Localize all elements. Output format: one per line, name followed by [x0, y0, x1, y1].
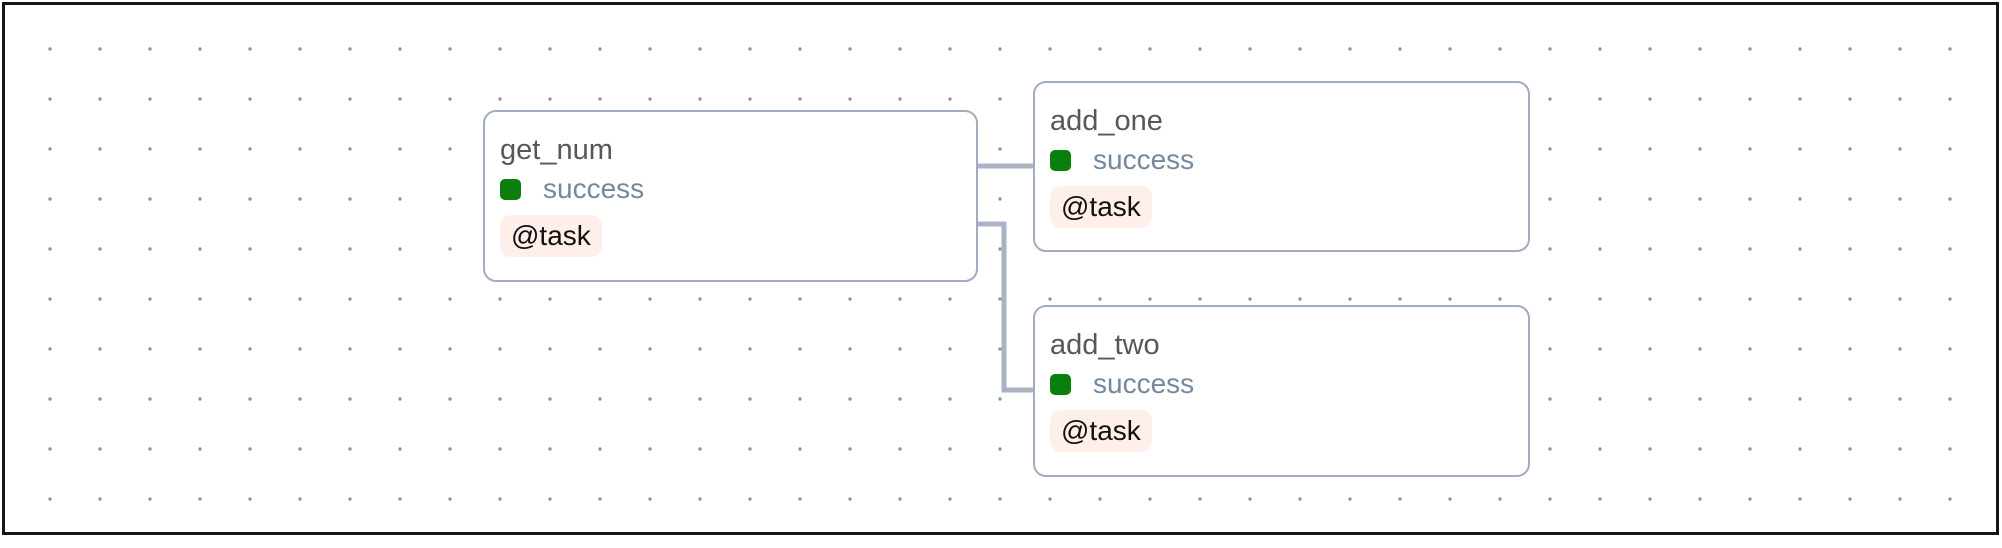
task-title: get_num: [500, 134, 613, 166]
status-label: success: [1093, 144, 1195, 175]
task-title: add_two: [1050, 329, 1160, 361]
success-status-icon: [500, 178, 521, 200]
task-operator-badge: @task: [500, 215, 602, 257]
status-row: success: [500, 173, 961, 204]
task-node-get_num[interactable]: get_num success @task: [483, 110, 978, 282]
edge-get_num-add_two: [976, 221, 1036, 393]
task-operator-badge: @task: [1050, 410, 1152, 452]
task-node-add_one[interactable]: add_one success @task: [1033, 81, 1530, 252]
success-status-icon: [1050, 149, 1071, 171]
canvas-frame: [2, 2, 1999, 535]
task-title: add_one: [1050, 105, 1163, 137]
task-operator-badge: @task: [1050, 186, 1152, 228]
status-row: success: [1050, 144, 1513, 175]
success-status-icon: [1050, 373, 1071, 395]
task-node-add_two[interactable]: add_two success @task: [1033, 305, 1530, 477]
status-label: success: [1093, 368, 1195, 399]
status-row: success: [1050, 368, 1513, 399]
status-label: success: [543, 173, 645, 204]
